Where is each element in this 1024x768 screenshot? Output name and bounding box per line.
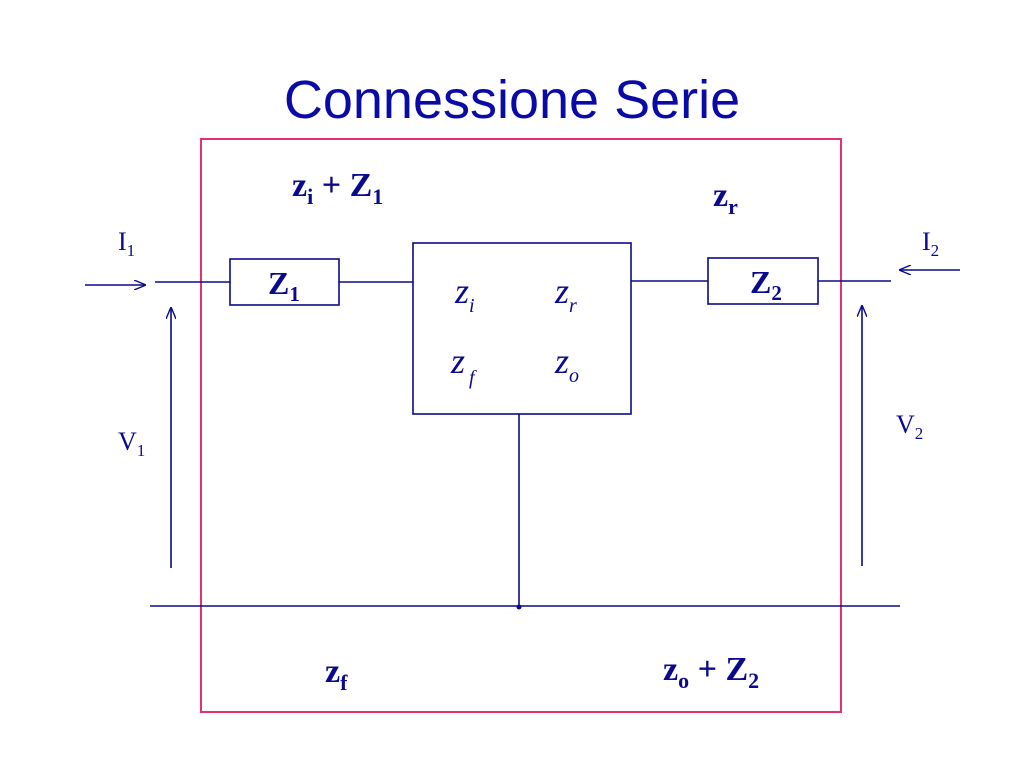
impedance-z2-box: [707, 257, 819, 305]
two-port-matrix-box: [412, 242, 632, 415]
port-voltage-v2: V2: [896, 410, 923, 443]
page-title: Connessione Serie: [284, 70, 740, 130]
label-zo-plus-z2: zo + Z2: [663, 651, 759, 693]
impedance-z2-label: Z2: [750, 264, 782, 305]
port-current-i2: I2: [922, 227, 939, 260]
junction-dot: [516, 604, 522, 610]
series-connection-frame: [200, 138, 842, 713]
port-current-i1: I1: [118, 227, 135, 260]
label-zr: zr: [713, 177, 738, 219]
matrix-zi: zi: [454, 271, 475, 317]
label-zi-plus-z1: zi + Z1: [292, 167, 383, 209]
port-voltage-v1: V1: [118, 427, 145, 460]
matrix-zr: zr: [554, 271, 577, 317]
impedance-z1-label: Z1: [268, 265, 300, 306]
label-zf: zf: [325, 653, 348, 695]
matrix-zo: zo: [554, 341, 579, 387]
impedance-z1-box: [229, 258, 340, 306]
